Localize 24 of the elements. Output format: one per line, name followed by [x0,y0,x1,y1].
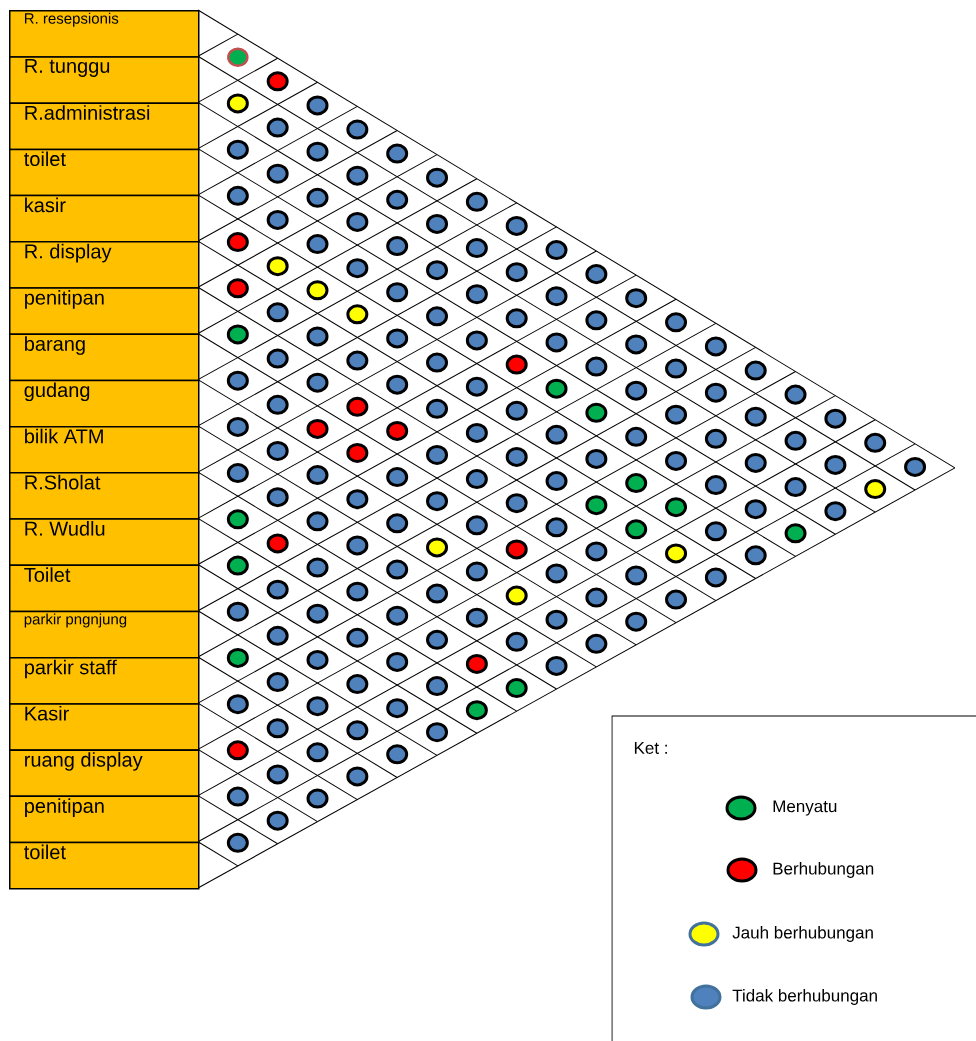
room-box: kasir [9,194,200,243]
room-box: parkir staff [9,656,200,705]
room-box: R. display [9,241,200,289]
legend-label: Berhubungan [773,862,874,878]
legend-label: Menyatu [773,800,837,816]
room-box: parkir pngnjung [9,610,200,659]
room-box: toilet [9,841,200,890]
room-box: gudang [9,379,200,428]
room-box: ruang display [9,749,200,798]
room-box: R. resepsionis [9,10,200,58]
room-box: R.Sholat [9,472,200,520]
room-box: penitipan [9,795,200,844]
room-box: penitipan [9,287,200,335]
legend-heading: Ket : [634,742,667,754]
room-box: toilet [9,148,200,197]
legend-label: Tidak berhubungan [732,989,877,1005]
room-box: barang [9,333,200,382]
legend-label: Jauh berhubungan [732,926,873,942]
room-box: Toilet [9,564,200,613]
room-box: R. Wudlu [9,518,200,567]
room-box: Kasir [9,703,200,751]
room-box: R.administrasi [9,102,200,151]
room-box: bilik ATM [9,425,200,474]
room-box: R. tunggu [9,56,200,104]
